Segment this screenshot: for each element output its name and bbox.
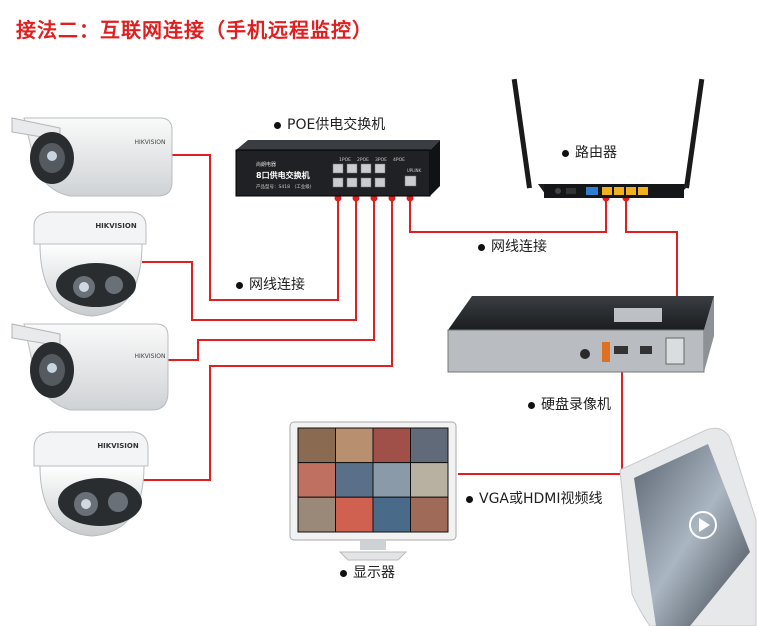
monitor <box>289 421 457 561</box>
cable-camera3-switch <box>160 196 375 361</box>
nvr-recorder <box>447 296 714 373</box>
network-cable-label-right: 网线连接 <box>478 236 547 256</box>
bullet-dot <box>274 121 281 129</box>
smartphone <box>619 427 757 626</box>
nvr-label: 硬盘录像机 <box>528 394 611 414</box>
switch-port-2-label: 2POE <box>357 157 369 163</box>
cables <box>138 154 678 481</box>
dome-camera-2: HIKVISION <box>33 211 147 317</box>
switch-model: 产品型号：S418 (工业级) <box>256 183 312 190</box>
nvr-label-text: 硬盘录像机 <box>541 397 611 413</box>
cable-nvr-monitor <box>458 360 623 475</box>
bullet-camera-3: HIKVISION <box>11 323 169 411</box>
poe-switch-label-text: POE供电交换机 <box>287 117 386 133</box>
page-title: 接法二：互联网连接（手机远程监控） <box>16 18 373 42</box>
bullet-camera-1: HIKVISION <box>11 117 173 197</box>
camera-1-brand: HIKVISION <box>135 139 166 146</box>
monitor-label-text: 显示器 <box>353 565 395 581</box>
switch-brand: 尚朗电器 <box>256 161 276 168</box>
camera-4-brand: HIKVISION <box>97 442 139 450</box>
bullet-dot <box>562 149 569 157</box>
dome-camera-4: HIKVISION <box>33 431 149 537</box>
cable-camera4-switch <box>138 196 393 481</box>
cable-router-nvr <box>625 198 678 328</box>
bullet-dot <box>528 401 535 409</box>
router-label: 路由器 <box>562 142 617 162</box>
switch-name: 8口供电交换机 <box>256 170 310 180</box>
cable-switch-router <box>409 196 607 233</box>
bullet-dot <box>478 243 485 251</box>
monitor-video-grid <box>297 427 449 533</box>
router <box>511 78 705 198</box>
switch-port-1-label: 1POE <box>339 157 351 163</box>
bullet-dot <box>340 569 347 577</box>
cable-camera2-switch <box>142 196 357 321</box>
poe-switch-label: POE供电交换机 <box>274 114 385 134</box>
camera-2-brand: HIKVISION <box>95 222 137 230</box>
vga-cable-label-text: VGA或HDMI视频线 <box>479 491 603 507</box>
switch-port-4-label: 4POE <box>393 157 405 163</box>
camera-3-brand: HIKVISION <box>135 353 166 360</box>
network-cable-label-right-text: 网线连接 <box>491 239 547 255</box>
bullet-dot <box>466 495 473 503</box>
monitor-label: 显示器 <box>340 562 395 582</box>
switch-port-3-label: 3POE <box>375 157 387 163</box>
network-cable-label-left-text: 网线连接 <box>249 277 305 293</box>
switch-uplink-label: UPLINK <box>407 168 422 173</box>
switch-ports <box>332 163 417 188</box>
poe-switch: 尚朗电器 8口供电交换机 产品型号：S418 (工业级) 1POE 2POE 3… <box>235 140 440 197</box>
bullet-dot <box>236 281 243 289</box>
router-label-text: 路由器 <box>575 145 617 161</box>
vga-cable-label: VGA或HDMI视频线 <box>466 488 603 508</box>
network-cable-label-left: 网线连接 <box>236 274 305 294</box>
cable-camera1-switch <box>160 154 339 301</box>
